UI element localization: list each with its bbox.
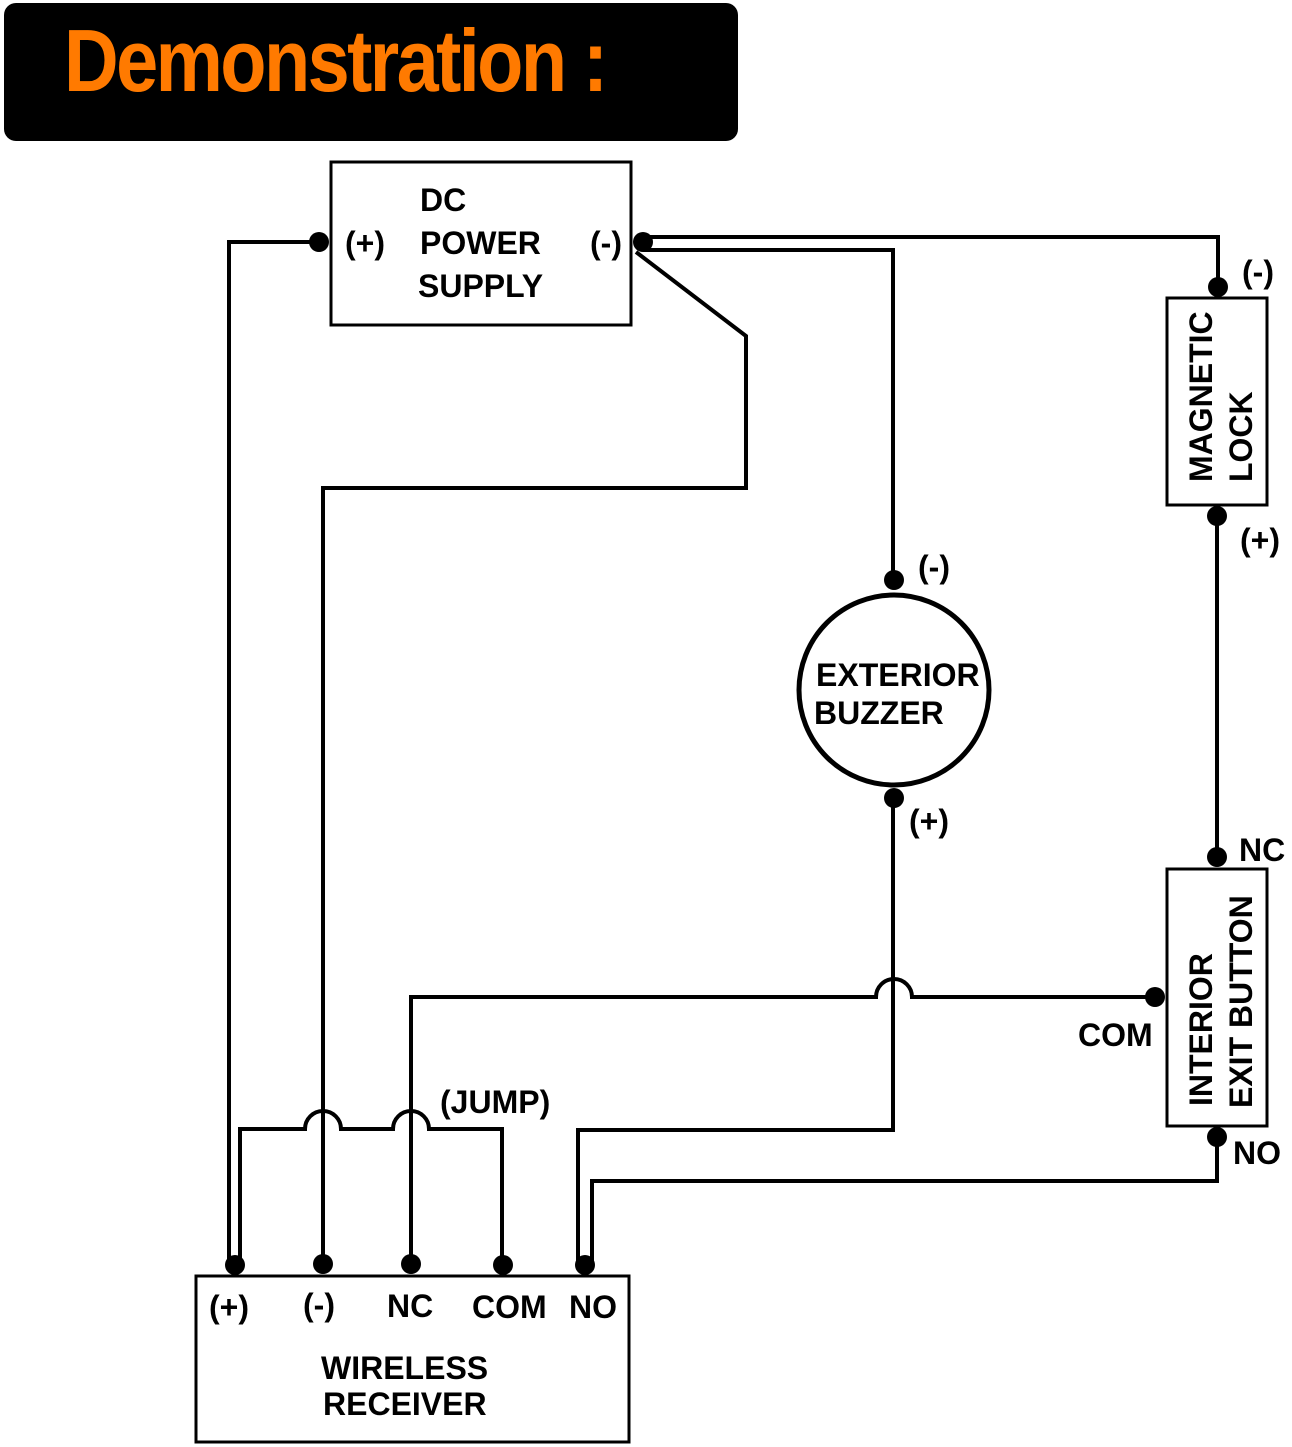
dot-rx-nc bbox=[401, 1254, 421, 1274]
dot-rx-plus bbox=[225, 1255, 245, 1275]
buzzer-plus-label: (+) bbox=[909, 803, 949, 839]
psu-plus-label: (+) bbox=[345, 225, 385, 261]
exit-button-box bbox=[1165, 867, 1269, 1128]
psu-label-power: POWER bbox=[420, 225, 541, 261]
wire-com-receiver-nc bbox=[409, 977, 1155, 1264]
lock-label-lock: LOCK bbox=[1223, 391, 1259, 482]
wire-exit-no-receiver bbox=[590, 1137, 1219, 1264]
exit-com-label: COM bbox=[1078, 1017, 1153, 1053]
dot-rx-minus bbox=[313, 1254, 333, 1274]
buzzer-minus-label: (-) bbox=[918, 549, 950, 585]
dot-exit-com bbox=[1145, 987, 1165, 1007]
wire-jump bbox=[238, 1109, 504, 1265]
lock-plus-label: (+) bbox=[1240, 522, 1280, 558]
dot-psu-plus bbox=[309, 232, 329, 252]
dot-psu-minus bbox=[633, 232, 653, 252]
banner-title: Demonstration : bbox=[64, 11, 608, 110]
dot-lock-plus bbox=[1207, 506, 1227, 526]
dot-rx-no bbox=[575, 1255, 595, 1275]
exit-nc-label: NC bbox=[1239, 832, 1285, 868]
buzzer-circle bbox=[796, 592, 992, 788]
terminal-dots bbox=[225, 232, 1228, 1275]
dot-lock-minus bbox=[1208, 277, 1228, 297]
rx-terminal-plus: (+) bbox=[209, 1289, 249, 1325]
psu-minus-label: (-) bbox=[590, 225, 622, 261]
exit-label-interior: INTERIOR bbox=[1183, 953, 1219, 1106]
receiver-box bbox=[194, 1274, 631, 1444]
rx-label-receiver: RECEIVER bbox=[323, 1386, 487, 1422]
title-banner: Demonstration : bbox=[4, 3, 738, 141]
dot-exit-no bbox=[1207, 1127, 1227, 1147]
buzzer-label-buzzer: BUZZER bbox=[814, 695, 944, 731]
dot-buzzer-minus bbox=[884, 570, 904, 590]
wire-psu-minus-buzzer bbox=[643, 248, 895, 580]
wire-psu-plus bbox=[227, 240, 319, 1265]
magnetic-lock-box bbox=[1165, 296, 1269, 507]
rx-terminal-nc: NC bbox=[387, 1288, 433, 1324]
buzzer-label-exterior: EXTERIOR bbox=[816, 657, 980, 693]
exit-no-label: NO bbox=[1233, 1135, 1281, 1171]
exit-label-exit-button: EXIT BUTTON bbox=[1223, 895, 1259, 1108]
wire-psu-minus-receiver bbox=[321, 250, 748, 1264]
dot-exit-nc bbox=[1207, 847, 1227, 867]
jump-label: (JUMP) bbox=[440, 1084, 550, 1120]
rx-label-wireless: WIRELESS bbox=[321, 1350, 488, 1386]
dot-rx-com bbox=[493, 1255, 513, 1275]
power-supply-box bbox=[329, 160, 633, 327]
psu-label-dc: DC bbox=[420, 182, 466, 218]
rx-terminal-com: COM bbox=[472, 1289, 547, 1325]
rx-terminal-no: NO bbox=[569, 1289, 617, 1325]
lock-minus-label: (-) bbox=[1242, 254, 1274, 290]
wire-psu-minus-lock bbox=[643, 235, 1220, 287]
rx-terminal-minus: (-) bbox=[303, 1287, 335, 1323]
psu-label-supply: SUPPLY bbox=[418, 268, 543, 304]
wire-buzzer-plus-no bbox=[576, 798, 895, 1264]
lock-label-magnetic: MAGNETIC bbox=[1183, 311, 1219, 482]
dot-buzzer-plus bbox=[884, 788, 904, 808]
